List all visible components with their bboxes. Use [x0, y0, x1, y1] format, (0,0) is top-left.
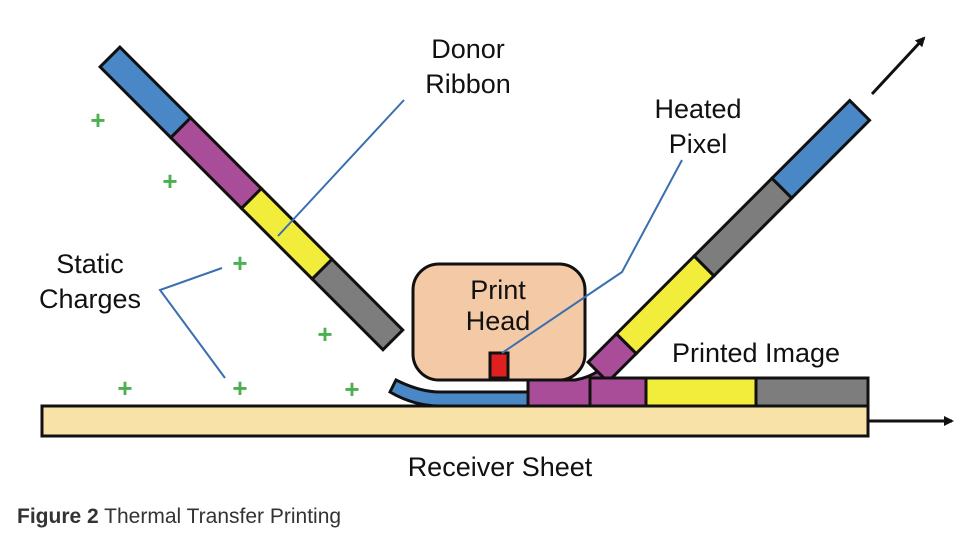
donor-ribbon-label-line1: Donor	[431, 34, 505, 64]
heated-pixel-leader	[501, 159, 683, 354]
print-head-label-line2: Head	[466, 306, 531, 336]
static-charges-label-line1: Static	[56, 249, 124, 279]
printed-magenta	[588, 376, 648, 408]
static-charge-plus: +	[232, 373, 247, 403]
heated-pixel-label-line1: Heated	[654, 94, 741, 124]
static-charge-plus: +	[232, 248, 247, 278]
static-charge-plus: +	[317, 319, 332, 349]
figure-number: Figure 2	[17, 505, 99, 528]
donor-ribbon-leader	[277, 99, 405, 237]
heated-pixel-label-line2: Pixel	[669, 129, 728, 159]
donor-ribbon-left	[97, 44, 405, 352]
ribbon-up-arrow	[870, 36, 926, 96]
static-charge-plus: +	[90, 105, 105, 135]
ribbon-segment-blue-right	[769, 98, 872, 201]
static-charges-leader	[158, 267, 226, 379]
printed-yellow	[644, 376, 758, 408]
figure-caption: Figure 2 Thermal Transfer Printing	[17, 505, 341, 529]
figure-title: Thermal Transfer Printing	[104, 505, 342, 528]
receiver-sheet-label: Receiver Sheet	[408, 452, 593, 482]
static-charge-plus: +	[344, 374, 359, 404]
ribbon-bend-blue	[388, 377, 530, 408]
printed-image-label: Printed Image	[672, 338, 840, 368]
donor-ribbon-right	[585, 98, 872, 385]
ribbon-segment-blue	[97, 44, 193, 140]
ribbon-segment-magenta-right	[585, 331, 639, 385]
ribbon-segment-gray	[310, 257, 405, 352]
heated-pixel	[488, 351, 510, 380]
receiver-sheet	[40, 404, 870, 438]
print-head-label-line1: Print	[470, 275, 526, 305]
printed-gray	[754, 376, 870, 408]
static-charge-plus: +	[162, 166, 177, 196]
diagram-svg: Print Head Donor Ribbon Heated Pixel Sta…	[39, 34, 954, 482]
print-head	[411, 262, 587, 382]
ribbon-segment-magenta	[168, 115, 264, 211]
static-charge-plus: +	[117, 373, 132, 403]
donor-ribbon-label-line2: Ribbon	[425, 69, 511, 99]
static-charges-label-line2: Charges	[39, 284, 141, 314]
ribbon-segment-gray-right	[692, 176, 794, 278]
ribbon-segment-yellow	[239, 186, 335, 282]
